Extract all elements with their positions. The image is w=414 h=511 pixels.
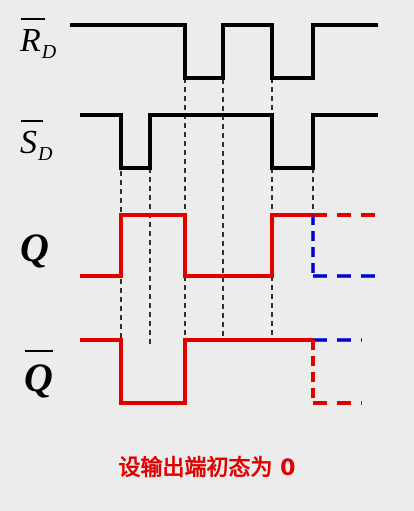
- label-q: Q: [20, 228, 49, 268]
- label-sd: SD: [20, 120, 52, 164]
- label-qbar-letter: Q: [24, 355, 53, 400]
- label-sd-subscript: D: [38, 143, 53, 165]
- q-waveform: [80, 213, 313, 278]
- label-sd-overbar: [21, 120, 43, 122]
- caption: 设输出端初态为 0: [118, 456, 296, 481]
- guide-lines: [120, 25, 314, 345]
- qbar-waveform: [80, 338, 313, 405]
- label-q-letter: Q: [20, 225, 49, 270]
- label-sd-letter: S: [20, 124, 37, 161]
- rd-waveform: [70, 23, 378, 80]
- label-rd-overbar: [21, 18, 45, 20]
- sd-waveform: [80, 113, 378, 170]
- label-qbar-overbar: [25, 350, 53, 352]
- label-rd-subscript: D: [41, 41, 57, 63]
- label-qbar: Q: [24, 350, 53, 400]
- label-rd: RD: [20, 18, 56, 62]
- label-rd-letter: R: [20, 22, 41, 59]
